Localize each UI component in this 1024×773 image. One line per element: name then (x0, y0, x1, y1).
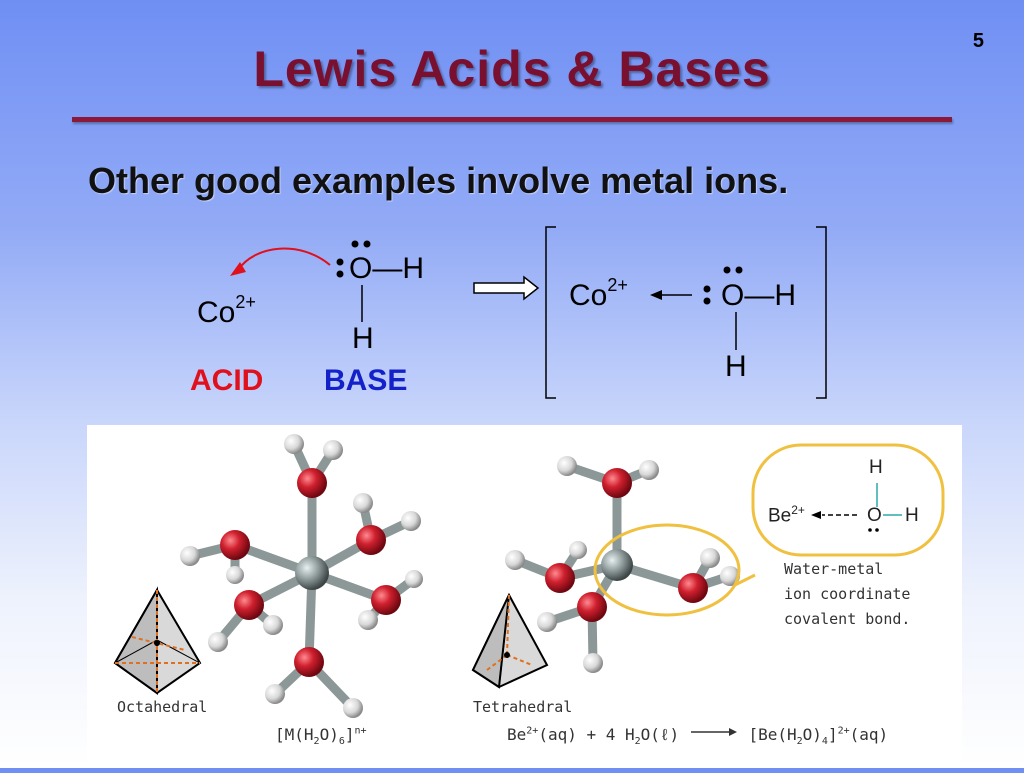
tetrahedron-shape-icon (471, 592, 549, 689)
tetrahedral-atoms (505, 456, 740, 673)
reactant-metal: Co2+ (197, 292, 256, 329)
acid-label: ACID (190, 364, 264, 397)
base-label: BASE (324, 364, 408, 397)
equation-arrow (689, 722, 739, 736)
reaction-diagram (230, 226, 827, 399)
octahedron-shape-icon (113, 586, 202, 695)
callout-oxygen: O (867, 505, 882, 526)
slide-number: 5 (972, 30, 984, 52)
right-bracket (816, 226, 827, 399)
reaction-arrow (473, 275, 540, 301)
product-water-h: H (725, 350, 747, 383)
molecular-models-figure: Be2+ H O H Water-metal ion coordinate co… (87, 425, 962, 768)
complex-formula: [M(H2O)6]n+ (275, 725, 367, 748)
reactant-water-oh: O—H (349, 252, 425, 285)
product-water-oh: O—H (721, 279, 797, 312)
slide-subtitle: Other good examples involve metal ions. (88, 160, 789, 201)
callout-h-top: H (869, 457, 883, 478)
octahedral-label: Octahedral (117, 698, 208, 716)
product-metal: Co2+ (569, 275, 628, 312)
callout-h-right: H (905, 505, 919, 526)
callout-metal: Be2+ (768, 503, 805, 527)
callout-bubble (751, 443, 945, 557)
electron-pair-arrow (237, 247, 331, 271)
slide-title: Lewis Acids & Bases (253, 41, 771, 97)
reactant-water-h: H (352, 322, 374, 355)
tetrahedral-label: Tetrahedral (473, 698, 573, 716)
callout-caption: Water-metal ion coordinate covalent bond… (784, 560, 911, 628)
bond-highlight-ellipse (593, 523, 741, 617)
title-underline (72, 117, 952, 122)
left-bracket (545, 226, 556, 399)
hydration-equation: Be2+(aq) + 4 H2O(ℓ) [Be(H2O)4]2+(aq) (507, 725, 888, 747)
electron-pair-arrowhead (230, 262, 246, 276)
octahedral-atoms (180, 434, 423, 718)
